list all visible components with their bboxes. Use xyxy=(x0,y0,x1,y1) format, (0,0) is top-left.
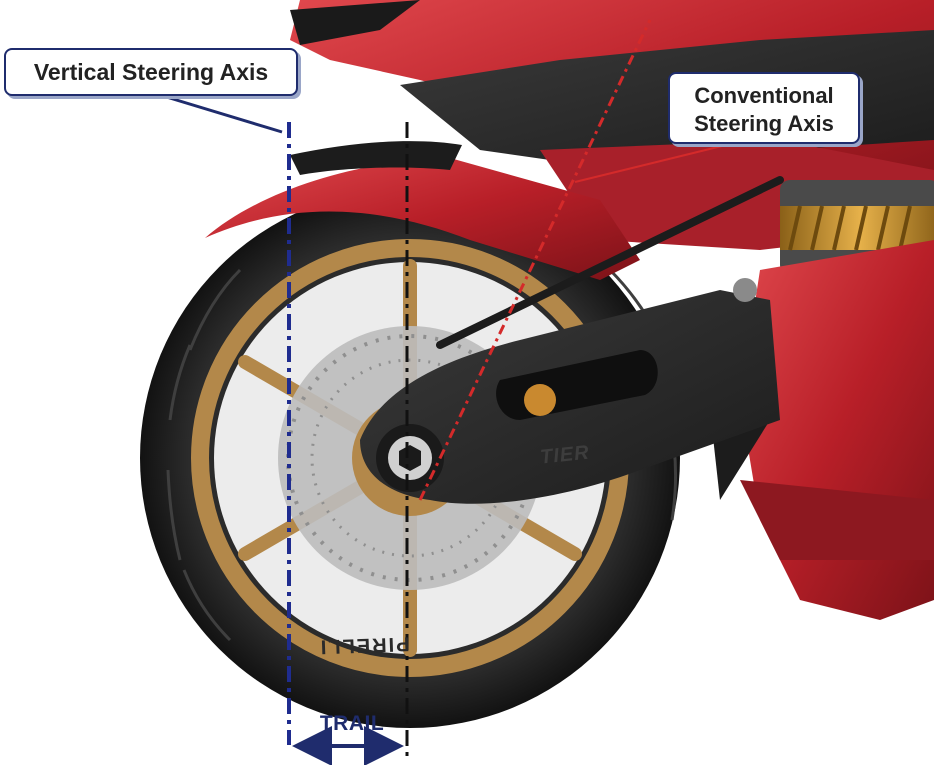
conventional-label-line1: Conventional xyxy=(694,83,834,108)
swingarm xyxy=(360,176,784,504)
conventional-axis-leader xyxy=(574,143,731,183)
conventional-label-line2: Steering Axis xyxy=(694,111,834,136)
tire-brand-decal: PIRELLI xyxy=(318,632,410,658)
rear-shock xyxy=(780,180,934,275)
rear-axle xyxy=(376,424,444,492)
vertical-axis-leader xyxy=(149,90,283,134)
trail-label: TRAIL xyxy=(319,712,385,735)
vertical-steering-axis-label: Vertical Steering Axis xyxy=(4,48,298,96)
conventional-steering-axis-label: Conventional Steering Axis xyxy=(668,72,860,144)
rear-fender xyxy=(205,141,640,280)
conventional-steering-axis-line xyxy=(418,19,652,501)
